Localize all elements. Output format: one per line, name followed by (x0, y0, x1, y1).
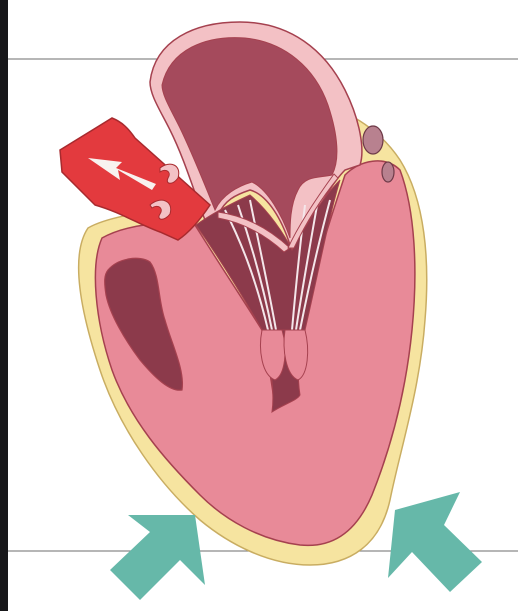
contraction-arrow-left (110, 515, 205, 600)
coronary-vessel-lower (382, 162, 394, 182)
coronary-vessel-upper (363, 126, 383, 154)
contraction-arrow-right (388, 492, 482, 592)
